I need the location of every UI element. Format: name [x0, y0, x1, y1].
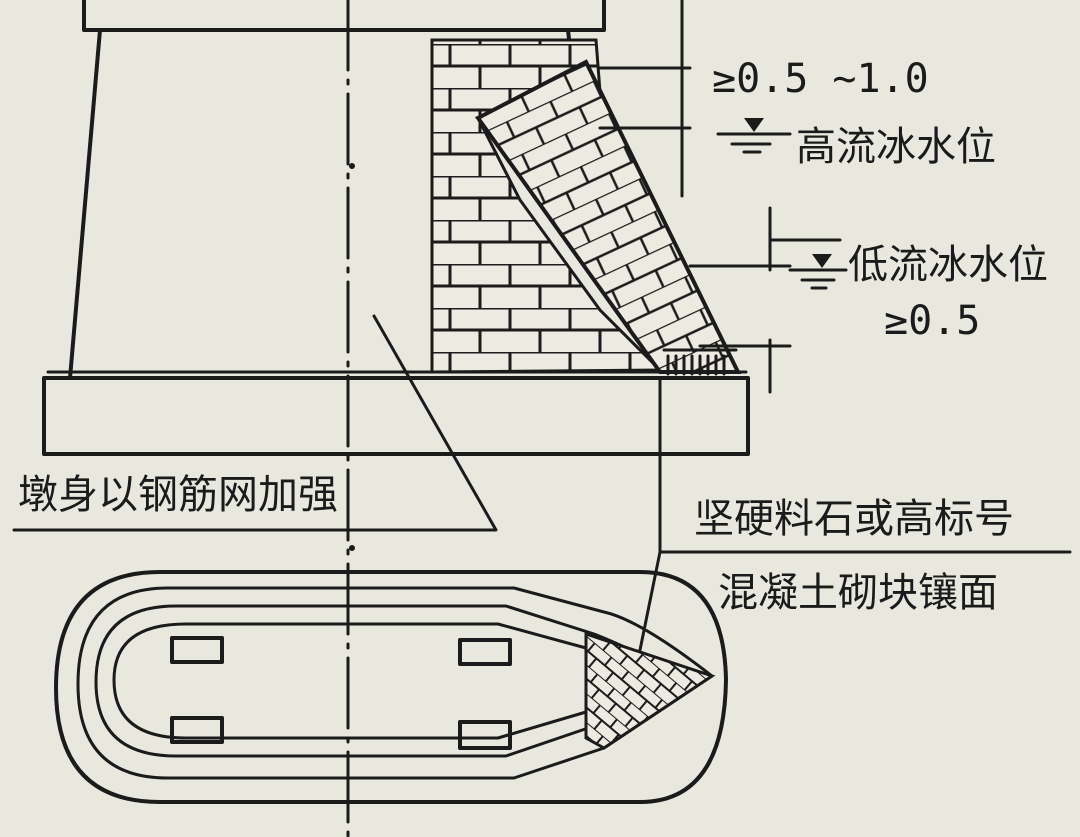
pier-reinforcement-note: 墩身以钢筋网加强 — [18, 472, 338, 518]
center-line — [346, 0, 355, 837]
anchor-holes — [170, 636, 512, 750]
footing — [42, 370, 750, 456]
plan-view — [54, 570, 728, 804]
pier-cap — [82, 0, 606, 32]
reinforcement-leader — [12, 314, 498, 532]
facing-leader — [638, 378, 1072, 652]
high-clearance-label: ≥0.5 ~1.0 — [712, 56, 929, 102]
water-level-dimensions — [598, 0, 842, 394]
high-ice-water-level-label: 高流冰水位 — [796, 124, 996, 170]
low-ice-water-level-symbol — [788, 254, 848, 290]
high-ice-water-level-symbol — [716, 118, 792, 154]
facing-note-line2: 混凝土砌块镶面 — [718, 570, 998, 616]
low-clearance-label: ≥0.5 — [884, 298, 980, 344]
low-ice-water-level-label: 低流冰水位 — [848, 242, 1048, 288]
facing-note-line1: 坚硬料石或高标号 — [694, 496, 1014, 542]
